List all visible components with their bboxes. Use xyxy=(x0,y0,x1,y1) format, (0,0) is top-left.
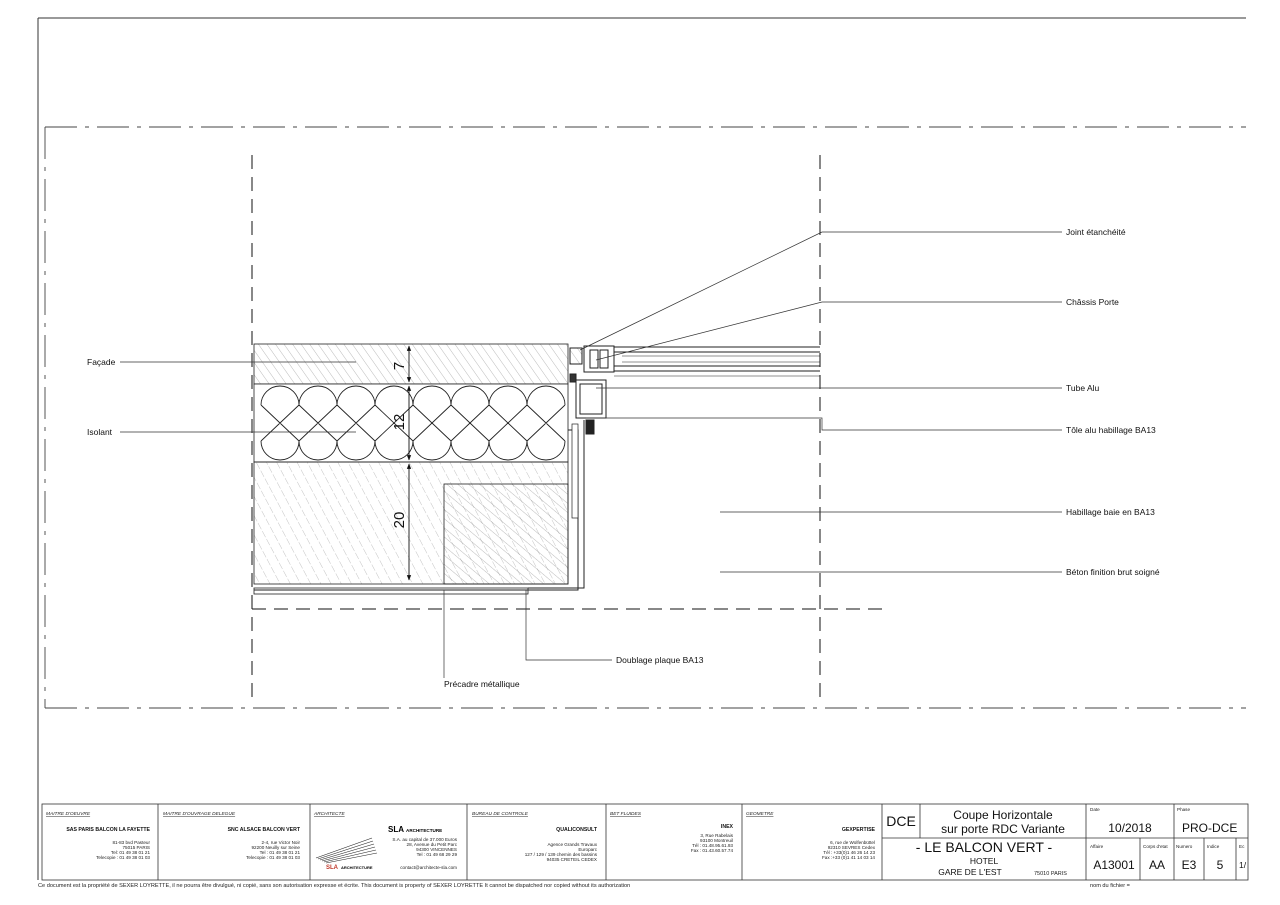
axis-lines xyxy=(251,155,885,700)
arch-brand-2: SLA xyxy=(326,865,339,871)
arch-line3: 94300 VINCENNES xyxy=(416,847,457,852)
bet-fax: Fax : 01.43.60.57.74 xyxy=(691,848,734,853)
drawing-title-2: sur porte RDC Variante xyxy=(941,822,1065,836)
phase-value: PRO-DCE xyxy=(1182,821,1237,835)
moe-tel: Tel: 01 49 38 01 21 xyxy=(111,850,151,855)
label-doublage: Doublage plaque BA13 xyxy=(616,655,704,665)
project-hotel: HOTEL xyxy=(970,856,999,866)
mod-header: MAITRE D'OUVRAGE DELEGUE xyxy=(163,811,236,817)
drawing-title-1: Coupe Horizontale xyxy=(953,808,1053,822)
project-name: - LE BALCON VERT - xyxy=(916,839,1053,855)
label-isolant: Isolant xyxy=(87,427,113,437)
label-tube: Tube Alu xyxy=(1066,383,1100,393)
viewport-frame xyxy=(44,126,1246,709)
affaire-label: Affaire xyxy=(1090,844,1104,849)
arch-brand: SLA xyxy=(388,825,404,834)
phase-label: Phase xyxy=(1177,807,1190,812)
geo-header: GEOMETRE xyxy=(746,811,774,817)
extra-label: Ec xyxy=(1239,844,1245,849)
bc-header: BUREAU DE CONTROLE xyxy=(472,811,529,817)
label-tole: Tôle alu habillage BA13 xyxy=(1066,425,1156,435)
insulation-symbol xyxy=(260,385,566,461)
moe-addr1: 81-83 bvd Pasteur xyxy=(112,840,150,845)
date-label: Date xyxy=(1090,807,1100,812)
indice-value: 5 xyxy=(1217,858,1224,872)
bet-header: BET FLUIDES xyxy=(610,811,642,817)
geo-fax: Fax :+33 (0)1 41 14 03 14 xyxy=(822,855,875,860)
mod-addr1: 2-4, rue Victor Noir xyxy=(262,840,301,845)
geo-line2: 92310 SEVRES Cedex xyxy=(828,845,876,850)
phase-code: DCE xyxy=(886,813,916,829)
wall-section xyxy=(253,343,585,595)
footer-notice: Ce document est la propriété de SEXER LO… xyxy=(38,883,630,889)
project-location: GARE DE L'EST xyxy=(938,867,1002,877)
arch-line1: S.A. au capital de 37.000 Euros xyxy=(392,837,457,842)
label-precadre: Précadre métallique xyxy=(444,679,520,689)
arch-brand-suffix: ARCHITECTURE xyxy=(406,828,442,833)
bet-name: INEX xyxy=(721,824,734,830)
bet-line1: 3, Rue Rabelais xyxy=(700,833,733,838)
numero-value: E3 xyxy=(1182,858,1197,872)
date-value: 10/2018 xyxy=(1108,821,1152,835)
bc-line3: 127 / 129 / 139 chemin des bassins xyxy=(525,852,598,857)
geo-tel: Tél : +33(0)1 46 26 14 23 xyxy=(823,850,875,855)
dimension-insulation: 12 xyxy=(391,414,408,431)
bc-line1: Agence Grands Travaux xyxy=(547,842,597,847)
moe-fax: Telecopie : 01 49 38 01 03 xyxy=(96,855,150,860)
corps-value: AA xyxy=(1149,858,1165,872)
bc-name: QUALICONSULT xyxy=(556,827,598,833)
dimension-facade: 7 xyxy=(391,362,408,370)
affaire-value: A13001 xyxy=(1093,858,1135,872)
geo-name: GEXPERTISE xyxy=(842,827,876,833)
label-chassis: Châssis Porte xyxy=(1066,297,1119,307)
bet-tel: Tél : 01.48.95.61.93 xyxy=(692,843,733,848)
door-frame xyxy=(569,345,820,435)
label-joint: Joint étanchéité xyxy=(1066,227,1126,237)
extra-value: 1/ xyxy=(1239,860,1247,870)
sheet-frame xyxy=(37,17,1246,880)
mod-fax: Telecopie : 01 49 38 01 03 xyxy=(246,855,300,860)
arch-brand-suffix-2: ARCHITECTURE xyxy=(341,865,373,870)
mod-name: SNC ALSACE BALCON VERT xyxy=(228,827,301,833)
project-postcode: 75010 PARIS xyxy=(1034,871,1067,877)
mod-addr2: 92200 Neuilly sur Seine xyxy=(251,845,300,850)
arch-header: ARCHITECTE xyxy=(313,811,345,817)
mod-tel: Tel : 01 49 38 01 21 xyxy=(260,850,301,855)
arch-tel: Tel : 01 49 68 29 29 xyxy=(417,852,458,857)
arch-contact: contact@architecte-sla.com xyxy=(400,865,457,870)
moe-header: MAITRE D'OEUVRE xyxy=(46,811,91,817)
leader-lines xyxy=(120,231,1062,678)
label-habillage: Habillage baie en BA13 xyxy=(1066,507,1155,517)
sla-logo-mark xyxy=(315,837,378,864)
bet-line2: 93100 Montreuil xyxy=(700,838,733,843)
moe-addr2: 75015 PARIS xyxy=(123,845,151,850)
file-name-label: nom du fichier = xyxy=(1090,883,1130,889)
arch-line2: 28, Avenue du Petit Parc xyxy=(407,842,458,847)
corps-label: Corps d'etat xyxy=(1143,844,1168,849)
bc-line2: Europarc xyxy=(578,847,597,852)
numero-label: Numero xyxy=(1176,844,1193,849)
label-facade: Façade xyxy=(87,357,116,367)
moe-name: SAS PARIS BALCON LA FAYETTE xyxy=(66,827,150,833)
indice-label: Indice xyxy=(1207,844,1220,849)
bc-line4: 94035 CRETEIL CEDEX xyxy=(547,857,597,862)
title-block xyxy=(41,803,1249,881)
label-beton: Béton finition brut soigné xyxy=(1066,567,1160,577)
dimension-concrete: 20 xyxy=(391,512,408,529)
geo-line1: 6, rue de Wolfenbüttel xyxy=(830,840,875,845)
